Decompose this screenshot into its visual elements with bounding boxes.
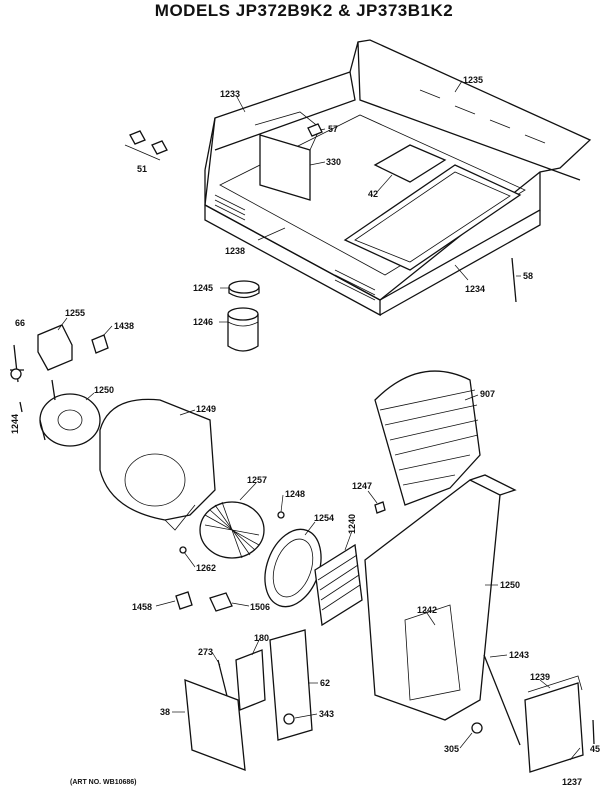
callout-1262: 1262 bbox=[196, 563, 216, 573]
part-1250-motor bbox=[39, 379, 101, 447]
part-1255-bracket bbox=[37, 324, 73, 371]
part-180 bbox=[235, 649, 266, 711]
callout-1239: 1239 bbox=[530, 672, 550, 682]
callout-1250-motor: 1250 bbox=[94, 385, 114, 395]
part-1262 bbox=[179, 546, 187, 554]
part-1249-blower-housing bbox=[99, 398, 216, 531]
part-51-clips bbox=[124, 130, 168, 161]
part-62-plate bbox=[269, 629, 313, 741]
callout-1237: 1237 bbox=[562, 777, 582, 787]
callout-1250-duct: 1250 bbox=[500, 580, 520, 590]
callout-66: 66 bbox=[15, 318, 25, 328]
callout-1255: 1255 bbox=[65, 308, 85, 318]
callout-1244: 1244 bbox=[10, 414, 20, 434]
callout-1235: 1235 bbox=[463, 75, 483, 85]
part-1438 bbox=[91, 334, 109, 354]
part-1245-cap bbox=[228, 280, 260, 294]
part-1248 bbox=[277, 511, 285, 519]
callout-42: 42 bbox=[368, 189, 378, 199]
callout-1438: 1438 bbox=[114, 321, 134, 331]
callout-62: 62 bbox=[320, 678, 330, 688]
part-1257-blower-wheel bbox=[199, 501, 265, 559]
callout-45: 45 bbox=[590, 744, 600, 754]
part-1243-rod bbox=[483, 654, 521, 746]
part-1237-light-panel bbox=[524, 675, 584, 773]
callout-1257: 1257 bbox=[247, 475, 267, 485]
part-1250-duct bbox=[364, 474, 517, 721]
callout-1247: 1247 bbox=[352, 481, 372, 491]
callout-1243: 1243 bbox=[509, 650, 529, 660]
leader-lines bbox=[57, 80, 581, 761]
callout-180: 180 bbox=[254, 633, 269, 643]
part-1247 bbox=[374, 501, 386, 514]
part-58-rod bbox=[511, 257, 517, 303]
base-chassis bbox=[204, 39, 592, 317]
callout-273: 273 bbox=[198, 647, 213, 657]
part-1240-mesh bbox=[314, 543, 363, 627]
part-38-cover bbox=[184, 679, 246, 771]
callout-1254: 1254 bbox=[314, 513, 334, 523]
callout-1242: 1242 bbox=[417, 605, 437, 615]
callout-1248: 1248 bbox=[285, 489, 305, 499]
callout-1240: 1240 bbox=[347, 514, 357, 534]
part-1244-screw bbox=[19, 401, 23, 413]
art-number: (ART NO. WB10686) bbox=[70, 779, 137, 786]
callout-58: 58 bbox=[523, 271, 533, 281]
callout-1249: 1249 bbox=[196, 404, 216, 414]
callout-1458: 1458 bbox=[132, 602, 152, 612]
callout-1506: 1506 bbox=[250, 602, 270, 612]
callout-1246: 1246 bbox=[193, 317, 213, 327]
callout-1238: 1238 bbox=[225, 246, 245, 256]
callout-305: 305 bbox=[444, 744, 459, 754]
callout-1245: 1245 bbox=[193, 283, 213, 293]
callout-907: 907 bbox=[480, 389, 495, 399]
part-273 bbox=[217, 659, 229, 701]
callout-1233: 1233 bbox=[220, 89, 240, 99]
part-1458 bbox=[175, 591, 193, 610]
callout-1234: 1234 bbox=[465, 284, 485, 294]
callout-38: 38 bbox=[160, 707, 170, 717]
part-305 bbox=[471, 722, 483, 734]
callout-labels: 1233 1235 57 330 51 42 1238 1234 58 1245… bbox=[10, 75, 600, 787]
callout-51: 51 bbox=[137, 164, 147, 174]
part-343 bbox=[283, 713, 295, 725]
diagram-title: MODELS JP372B9K2 & JP373B1K2 bbox=[154, 1, 454, 20]
part-907-filter bbox=[374, 370, 481, 506]
callout-330: 330 bbox=[326, 157, 341, 167]
part-1246-jar bbox=[227, 307, 259, 352]
part-1506 bbox=[209, 592, 233, 612]
callout-343: 343 bbox=[319, 709, 334, 719]
part-45 bbox=[592, 719, 595, 745]
callout-57: 57 bbox=[328, 124, 338, 134]
